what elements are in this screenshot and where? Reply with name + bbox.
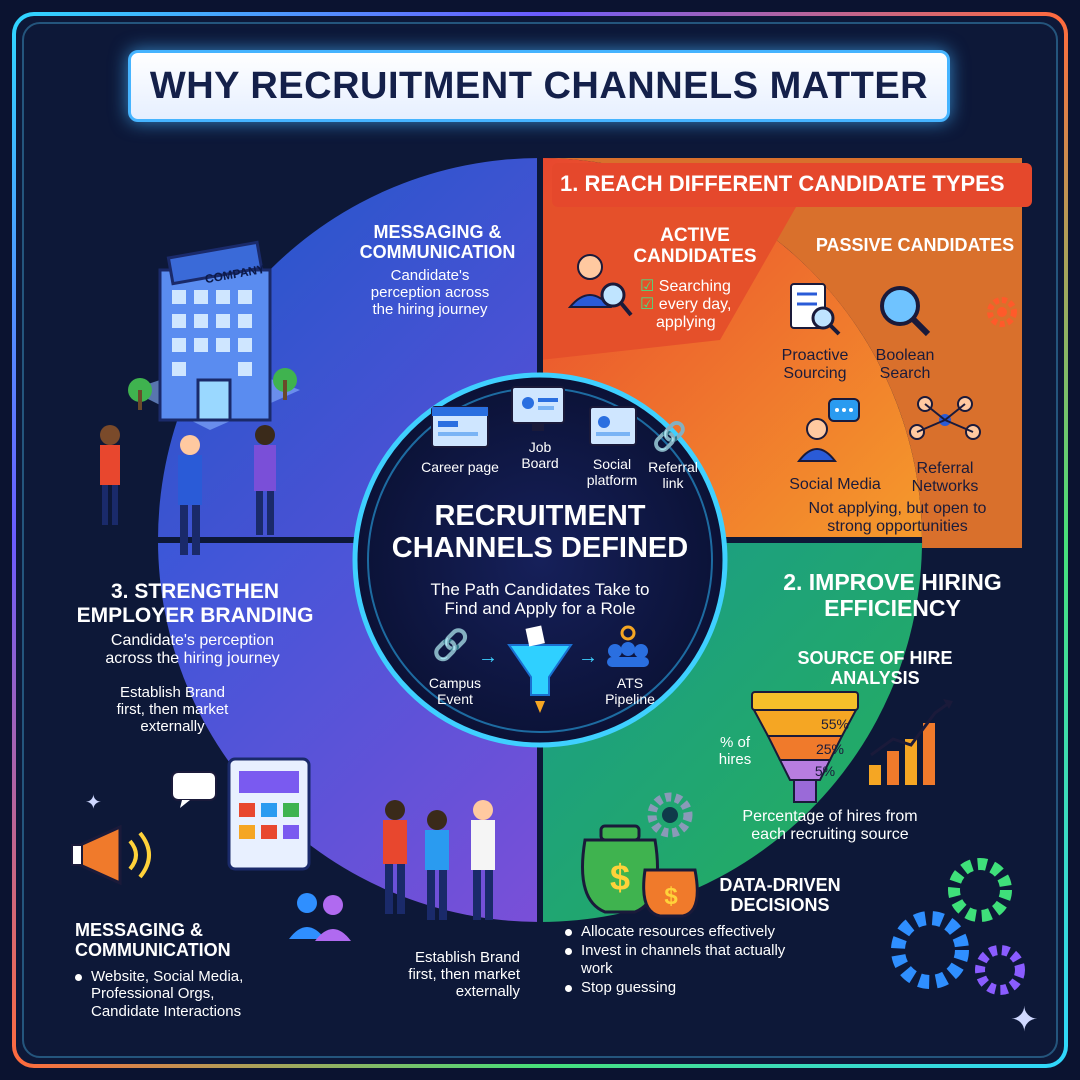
title-banner: WHY RECRUITMENT CHANNELS MATTER xyxy=(128,50,950,122)
active-desc-3: applying xyxy=(656,313,716,331)
funnel-label-25: 25% xyxy=(815,741,845,757)
ats-team-icon xyxy=(607,625,649,667)
website-mockup-icon xyxy=(227,757,311,871)
users-icon xyxy=(289,893,351,941)
campus-link-icon: 🔗 xyxy=(432,629,470,662)
bullet-stop: Stop guessing xyxy=(565,979,815,996)
inner-frame xyxy=(22,22,1058,1058)
svg-text:$: $ xyxy=(664,883,678,910)
company-building-icon xyxy=(128,240,300,430)
funnel-label-55: 55% xyxy=(820,716,850,732)
reach-header-bar xyxy=(552,163,1032,207)
arrow-right-icon-2: → xyxy=(578,646,598,668)
center-title-2: CHANNELS DEFINED xyxy=(391,532,689,565)
active-title: ACTIVE CANDIDATES xyxy=(615,225,775,268)
social-media-icon xyxy=(796,398,860,462)
active-subpanel xyxy=(540,200,800,360)
arrow-right-icon: → xyxy=(478,646,498,668)
gears-icon xyxy=(647,792,693,838)
center-title-1: RECRUITMENT xyxy=(434,500,646,532)
reach-header: 1. REACH DIFFERENT CANDIDATE TYPES xyxy=(560,171,1005,196)
referral-networks-icon xyxy=(909,396,981,440)
social-platform-icon xyxy=(589,406,637,446)
center-title: RECRUITMENT CHANNELS DEFINED xyxy=(380,500,700,565)
hire-funnel-chart xyxy=(751,691,859,803)
active-desc-2: ☑ every day, xyxy=(640,295,732,313)
proactive-sourcing-icon xyxy=(790,283,841,336)
gear-icon xyxy=(987,297,1017,327)
active-desc: ☑ Searching ☑ every day, applying xyxy=(640,278,740,332)
funnel-icon xyxy=(507,625,573,713)
bottom-messaging-bullets: Website, Social Media, Professional Orgs… xyxy=(75,968,275,1022)
people-group-icon xyxy=(100,425,276,555)
money-bags-icon: $ $ xyxy=(581,824,699,918)
funnel-label-5: 5% xyxy=(814,763,836,779)
sparkle-icon-left: ✦ xyxy=(85,792,102,814)
social-media-label: Social Media xyxy=(789,476,881,493)
panel-orange-ext xyxy=(540,157,1022,548)
bullet-allocate: Allocate resources effectively xyxy=(565,923,815,940)
large-gears-icon xyxy=(891,858,1025,995)
page-title: WHY RECRUITMENT CHANNELS MATTER xyxy=(149,64,929,107)
megaphone-icon xyxy=(71,824,151,886)
bottom-messaging-title: MESSAGING &COMMUNICATION xyxy=(75,920,231,961)
link-icon: 🔗 xyxy=(652,421,687,452)
chat-bubble-icon xyxy=(171,771,217,808)
passive-title: PASSIVE CANDIDATES xyxy=(815,235,1015,255)
bullet-invest: Invest in channels that actually work xyxy=(565,942,815,977)
active-candidate-icon xyxy=(567,254,633,317)
active-title-1: ACTIVE xyxy=(660,225,730,246)
career-page-label: Career page xyxy=(421,459,499,475)
active-title-2: CANDIDATES xyxy=(633,246,757,268)
job-board-icon xyxy=(511,386,565,431)
career-page-icon xyxy=(431,406,489,448)
svg-text:$: $ xyxy=(610,857,630,898)
top-messaging-title: MESSAGING &COMMUNICATION xyxy=(359,222,516,263)
boolean-search-icon xyxy=(880,286,931,337)
team-people-icon xyxy=(383,800,495,920)
bar-chart-icon xyxy=(869,699,953,785)
data-driven-bullets: Allocate resources effectively Invest in… xyxy=(565,923,815,998)
bullet-channels: Website, Social Media, Professional Orgs… xyxy=(75,968,275,1020)
active-desc-1: ☑ Searching xyxy=(640,278,731,295)
sparkle-icon: ✦ xyxy=(1010,1001,1039,1039)
